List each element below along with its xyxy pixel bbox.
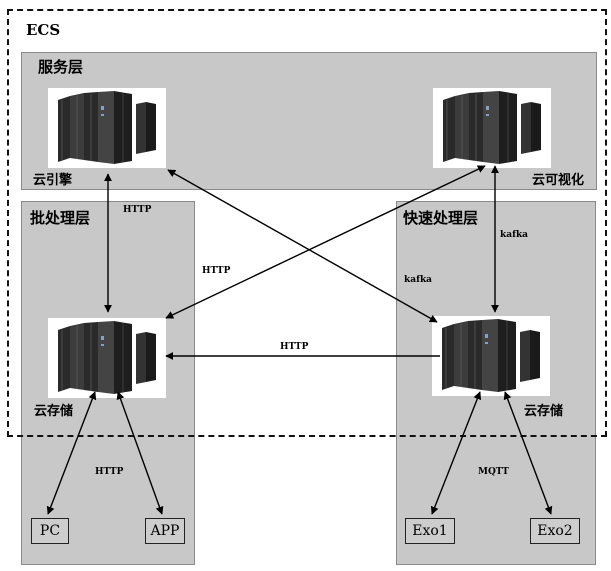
exo2-node: Exo2 [530, 518, 580, 544]
cloud-engine-label: 云引擎 [33, 173, 73, 188]
engine-fast-protocol: kafka [404, 275, 433, 285]
storage-pc-arrow [46, 391, 97, 515]
visual-storage-arrow [165, 165, 486, 319]
app-node: APP [145, 518, 185, 544]
visual-fast-protocol: kafka [500, 230, 529, 240]
batch-cloud-storage-server-icon [48, 318, 166, 398]
batch-layer-title: 批处理层 [30, 209, 91, 227]
ecs-label: ECS [26, 21, 61, 39]
cloud-visualization-server-icon [433, 88, 551, 168]
cloud-visualization-label: 云可视化 [532, 173, 585, 188]
visual-storage-protocol: HTTP [202, 266, 231, 276]
ecs-boundary [7, 9, 607, 437]
fast-cloud-storage-server-icon [432, 316, 550, 396]
storage-exo1-arrow [430, 391, 482, 515]
cloud-engine-server-icon [48, 88, 166, 168]
devices-protocol: MQTT [478, 467, 509, 477]
engine-fast-arrow [167, 169, 438, 323]
clients-protocol: HTTP [95, 467, 124, 477]
service-layer-title: 服务层 [38, 58, 84, 76]
engine-storage-protocol: HTTP [123, 205, 152, 215]
fast-to-batch-protocol: HTTP [280, 342, 309, 352]
storage-exo2-arrow [503, 391, 553, 515]
exo1-node: Exo1 [405, 518, 455, 544]
storage-app-arrow [116, 391, 164, 515]
pc-node: PC [31, 518, 69, 544]
